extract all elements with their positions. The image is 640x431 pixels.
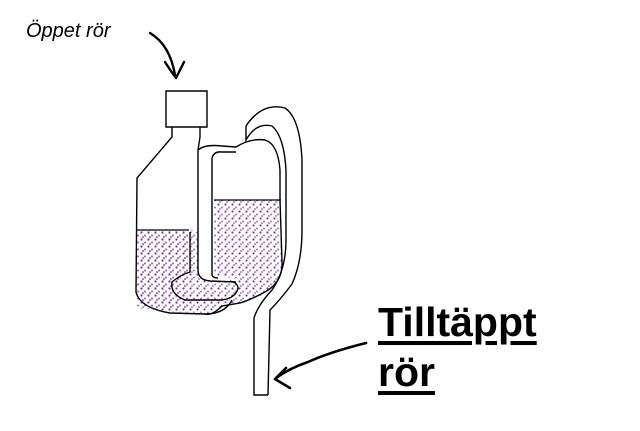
blocked-pipe-label-line1: Tilltäppt [378,299,537,345]
open-pipe-arrow [148,31,186,80]
blocked-pipe-inner [245,124,287,396]
open-pipe [165,90,208,128]
left-chamber-outline [135,127,237,315]
inner-pipe [197,144,237,279]
siphon-loop [171,232,239,301]
blocked-pipe-arrow [273,341,368,390]
blocked-pipe-outer [245,106,303,396]
open-pipe-label: Öppet rör [26,20,111,42]
right-chamber-liquid [214,200,283,303]
blocked-pipe-label-line2: rör [378,349,435,395]
left-chamber-liquid-fill [137,231,189,309]
